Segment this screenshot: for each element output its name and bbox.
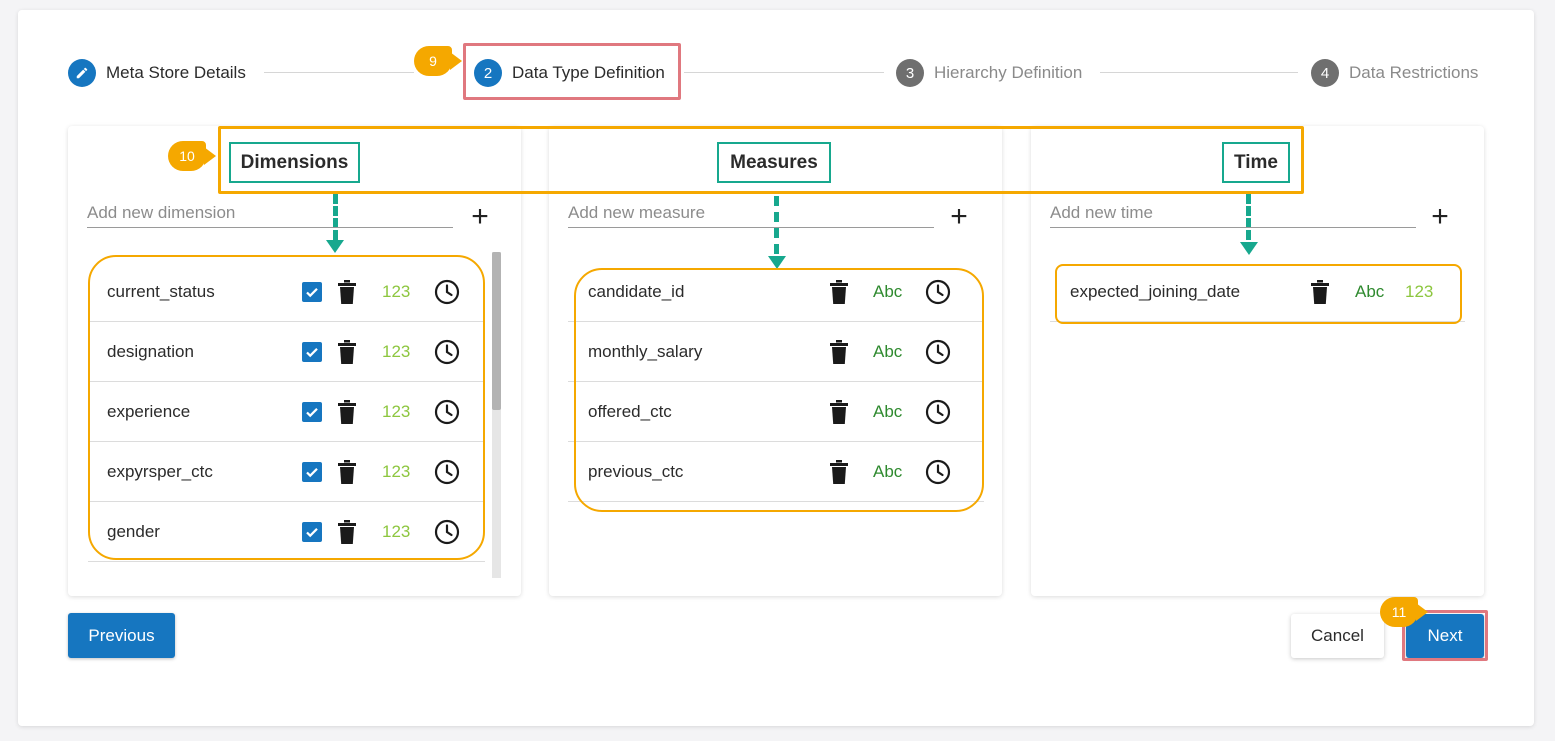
- add-measure-plus-icon[interactable]: +: [947, 205, 971, 229]
- callout-badge-11: 11: [1380, 597, 1418, 627]
- stepper-connector: [684, 72, 884, 73]
- stepper-connector: [1100, 72, 1298, 73]
- dimensions-title: Dimensions: [229, 142, 360, 183]
- arrow-head-icon: [1240, 242, 1258, 255]
- add-dimension-input[interactable]: [87, 198, 453, 228]
- add-time-input[interactable]: [1050, 198, 1416, 228]
- time-title: Time: [1222, 142, 1290, 183]
- callout-badge-9: 9: [414, 46, 452, 76]
- measures-list-highlight: [574, 268, 984, 512]
- callout-badge-10: 10: [168, 141, 206, 171]
- dimensions-scrollbar-thumb[interactable]: [492, 252, 501, 410]
- step-label: Hierarchy Definition: [934, 63, 1082, 83]
- measures-title: Measures: [717, 142, 831, 183]
- active-step-highlight: [463, 43, 681, 100]
- add-measure-input[interactable]: [568, 198, 934, 228]
- step-hierarchy-definition[interactable]: 3 Hierarchy Definition: [896, 59, 1082, 87]
- add-time-plus-icon[interactable]: +: [1428, 205, 1452, 229]
- step-label: Data Restrictions: [1349, 63, 1478, 83]
- arrow-head-icon: [326, 240, 344, 253]
- time-panel: [1031, 126, 1484, 596]
- step-data-restrictions[interactable]: 4 Data Restrictions: [1311, 59, 1478, 87]
- step-label: Meta Store Details: [106, 63, 246, 83]
- step-meta-store-details[interactable]: Meta Store Details: [68, 59, 246, 87]
- dimensions-list-highlight: [88, 255, 485, 560]
- stepper-connector: [264, 72, 414, 73]
- cancel-button[interactable]: Cancel: [1291, 614, 1384, 658]
- pencil-icon: [68, 59, 96, 87]
- previous-button[interactable]: Previous: [68, 613, 175, 658]
- time-list-highlight: [1055, 264, 1462, 324]
- add-dimension-plus-icon[interactable]: +: [468, 205, 492, 229]
- step-number: 3: [896, 59, 924, 87]
- step-number: 4: [1311, 59, 1339, 87]
